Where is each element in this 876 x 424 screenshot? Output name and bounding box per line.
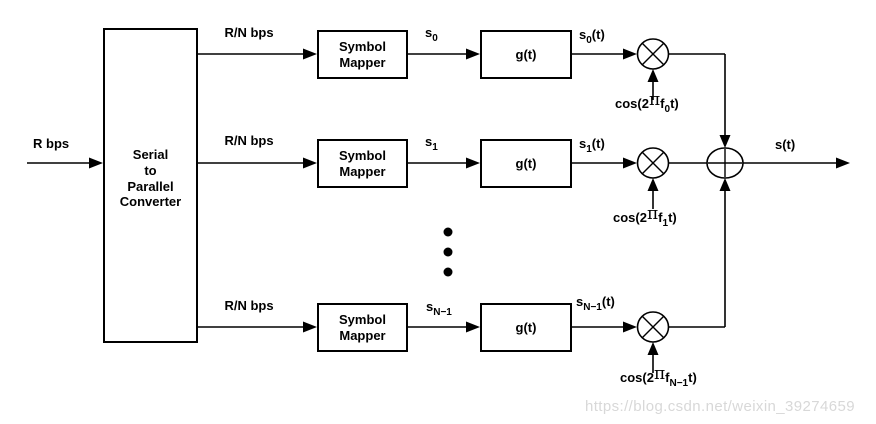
- input-rate-label: R bps: [33, 136, 70, 151]
- symbol-mapper-box-2: Symbol Mapper: [317, 303, 408, 352]
- serial-to-parallel-label: Serial to Parallel Converter: [120, 147, 181, 210]
- symbol-mapper-box-1: Symbol Mapper: [317, 139, 408, 188]
- symbol-mapper-box-0: Symbol Mapper: [317, 30, 408, 79]
- symbol-mapper-label-2: Symbol Mapper: [339, 311, 386, 343]
- filter-label-2: g(t): [515, 319, 537, 335]
- arrowhead-mapper-2: [303, 321, 317, 333]
- signal-label-1: s1(t): [579, 136, 605, 155]
- filter-label-1: g(t): [515, 155, 537, 171]
- signal-label-2: sN−1(t): [576, 294, 615, 313]
- multiplier-icon-0: [636, 38, 670, 70]
- wires: [27, 53, 838, 373]
- dot: [443, 227, 453, 237]
- arrowhead-multiplier-0: [623, 48, 637, 60]
- summer-icon: [706, 147, 744, 179]
- arrowheads: [89, 48, 850, 355]
- ellipsis-dots: [443, 227, 453, 277]
- arrowhead-carrier-1: [647, 178, 659, 191]
- branch-rate-label-0: R/N bps: [224, 25, 274, 40]
- arrowhead-carrier-2: [647, 342, 659, 355]
- carrier-label-1: cos(2πf1t): [613, 204, 677, 230]
- arrowhead-carrier-0: [647, 69, 659, 82]
- sp-label-line1: Serial: [132, 146, 169, 162]
- symbol-label-1: s1: [425, 134, 438, 153]
- pi-symbol: π: [648, 90, 661, 110]
- arrowhead-mapper-1: [303, 157, 317, 169]
- arrowhead-multiplier-1: [623, 157, 637, 169]
- arrowhead-input: [89, 157, 103, 169]
- filter-box-2: g(t): [480, 303, 572, 352]
- symbol-mapper-label-0: Symbol Mapper: [339, 38, 386, 70]
- arrowhead-multiplier-2: [623, 321, 637, 333]
- arrowhead-summer-bottom: [719, 178, 731, 191]
- dot: [443, 247, 453, 257]
- sp-label-line2: to: [144, 162, 157, 178]
- arrowhead-filter-1: [466, 157, 480, 169]
- symbol-mapper-label-1: Symbol Mapper: [339, 147, 386, 179]
- filter-label-0: g(t): [515, 46, 537, 62]
- branch-rate-label-2: R/N bps: [224, 298, 274, 313]
- sp-label-line3: Parallel: [127, 178, 174, 194]
- arrowhead-filter-0: [466, 48, 480, 60]
- multiplier-icon-2: [636, 311, 670, 343]
- carrier-label-0: cos(2πf0t): [615, 90, 679, 116]
- multiplier-icon-1: [636, 147, 670, 179]
- arrowhead-filter-2: [466, 321, 480, 333]
- pi-symbol: π: [646, 204, 659, 224]
- serial-to-parallel-box: Serial to Parallel Converter: [103, 28, 198, 343]
- output-signal-label: s(t): [775, 137, 796, 152]
- sp-label-line4: Converter: [119, 194, 182, 210]
- arrowhead-mapper-0: [303, 48, 317, 60]
- filter-box-1: g(t): [480, 139, 572, 188]
- arrowhead-output: [836, 157, 850, 169]
- arrowhead-summer-top: [719, 135, 731, 148]
- filter-box-0: g(t): [480, 30, 572, 79]
- pi-symbol: π: [653, 364, 666, 384]
- carrier-label-2: cos(2πfN−1t): [620, 364, 697, 390]
- signal-label-0: s0(t): [579, 27, 605, 46]
- symbol-label-0: s0: [425, 25, 438, 44]
- branch-rate-label-1: R/N bps: [224, 133, 274, 148]
- watermark-text: https://blog.csdn.net/weixin_39274659: [585, 398, 855, 415]
- dot: [443, 267, 453, 277]
- symbol-label-2: sN−1: [426, 299, 452, 318]
